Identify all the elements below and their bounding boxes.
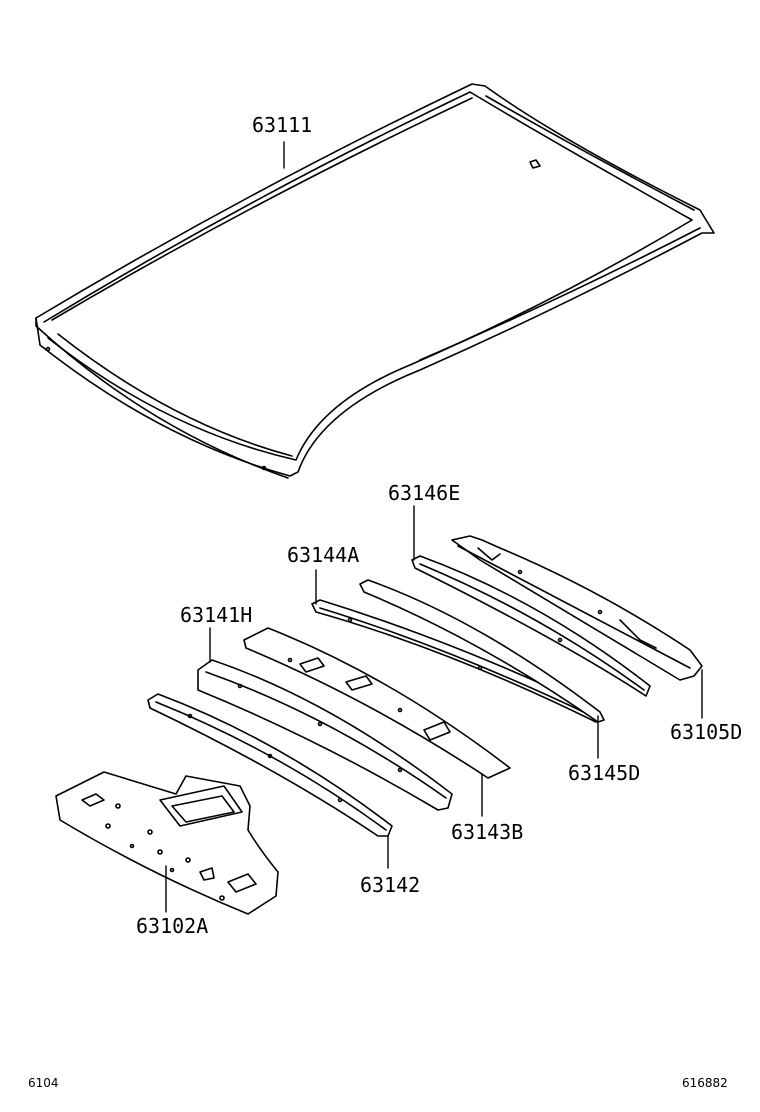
- label-63102A: 63102A: [136, 914, 209, 938]
- label-63146E: 63146E: [388, 481, 461, 505]
- label-63105D: 63105D: [670, 720, 743, 744]
- footer-left-code: 6104: [28, 1076, 59, 1090]
- label-63141H: 63141H: [180, 603, 253, 627]
- label-63144A: 63144A: [287, 543, 360, 567]
- label-63142: 63142: [360, 873, 421, 897]
- panel-63102A[interactable]: [56, 772, 278, 914]
- footer-right-code: 616882: [682, 1076, 728, 1090]
- roof-panel[interactable]: [36, 84, 714, 478]
- rail-63145D[interactable]: [360, 580, 604, 722]
- label-63145D: 63145D: [568, 761, 641, 785]
- rail-63105D[interactable]: [452, 536, 702, 680]
- rail-63143B[interactable]: [244, 628, 510, 778]
- label-63143B: 63143B: [451, 820, 524, 844]
- label-63111: 63111: [252, 113, 313, 137]
- rail-63146E[interactable]: [412, 556, 650, 696]
- rail-63141H[interactable]: [198, 660, 452, 810]
- rail-63144A[interactable]: [312, 600, 602, 722]
- leader-lines: [166, 142, 702, 912]
